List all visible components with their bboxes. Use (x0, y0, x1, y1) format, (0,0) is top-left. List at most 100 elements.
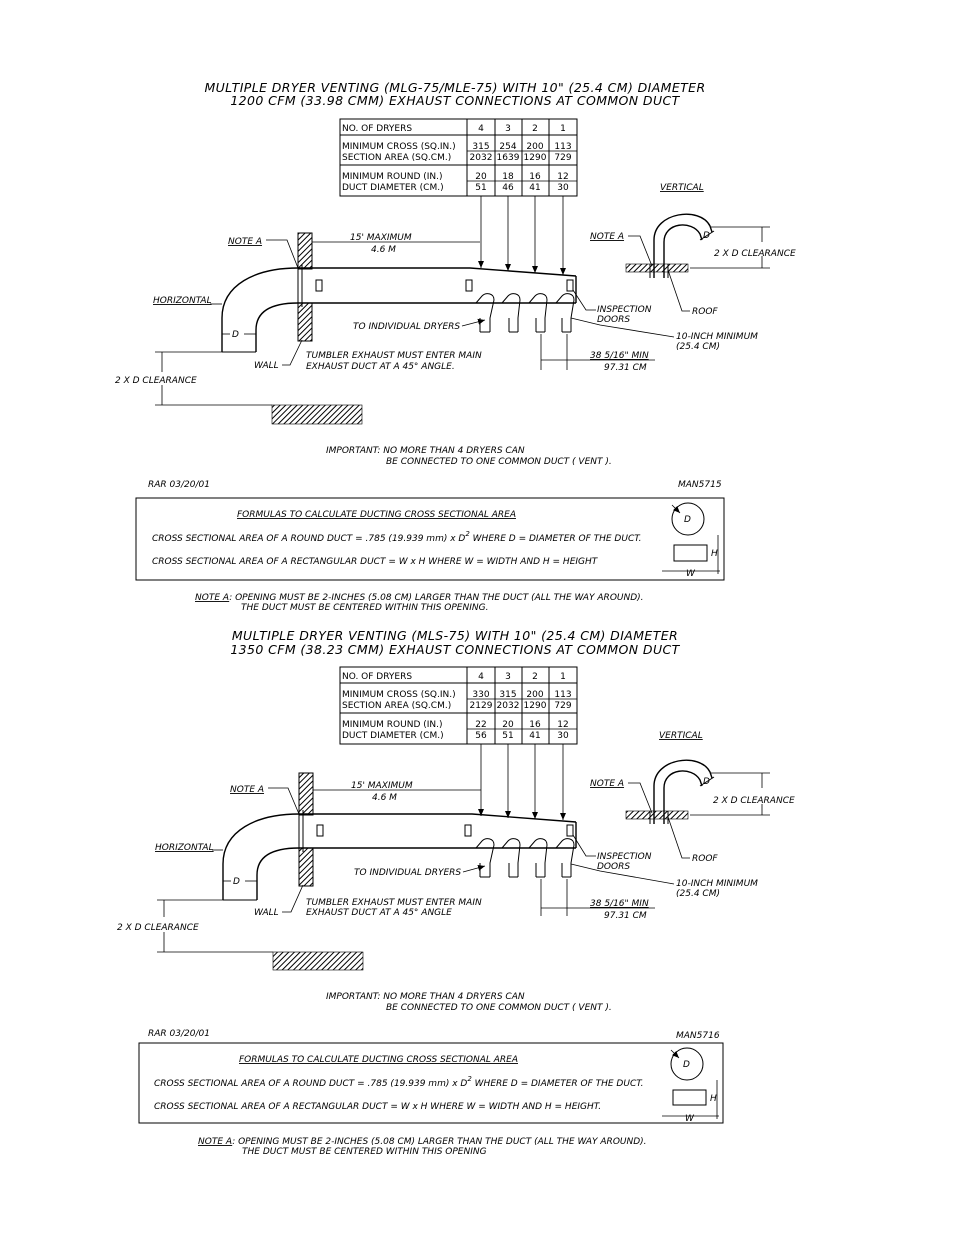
note-a-bottom-text2: THE DUCT MUST BE CENTERED WITHIN THIS OP… (242, 1147, 487, 1157)
vertical-label: VERTICAL (659, 731, 703, 741)
table-col-3: 3 (505, 124, 511, 134)
table-cell: 30 (557, 183, 569, 193)
table-cell: 254 (499, 142, 516, 152)
table-col-1: 1 (560, 124, 566, 134)
formula-box: FORMULAS TO CALCULATE DUCTING CROSS SECT… (138, 1042, 724, 1124)
tumbler-note-line1: TUMBLER EXHAUST MUST ENTER MAIN (306, 898, 482, 908)
min-inch-leader (570, 863, 675, 885)
note-a-bottom: NOTE A: OPENING MUST BE 2-INCHES (5.08 C… (195, 593, 644, 603)
table-cell: 41 (529, 183, 540, 193)
dryer-connections (475, 838, 575, 878)
max-length-label: 15' MAXIMUM (351, 781, 413, 791)
wall-hatch-upper (298, 772, 314, 816)
note-a-right-leader (628, 235, 653, 267)
max-length-label: 15' MAXIMUM (350, 233, 412, 243)
note-a-bottom-label: NOTE A (195, 593, 229, 603)
inspection-label-line1: INSPECTION (597, 852, 652, 862)
inspection-door-icon (465, 279, 473, 292)
inspection-label-line1: INSPECTION (597, 305, 652, 315)
table-cell: 20 (502, 720, 514, 730)
table-col-4: 4 (478, 672, 484, 682)
table-cell: 1290 (524, 153, 547, 163)
venting-panel-mls: MULTIPLE DRYER VENTING (MLS-75) WITH 10"… (117, 628, 795, 1157)
to-dryers-label: TO INDIVIDUAL DRYERS (353, 322, 460, 332)
panel-title-line1: MULTIPLE DRYER VENTING (MLS-75) WITH 10"… (232, 628, 678, 643)
formula-round-suffix: WHERE D = DIAMETER OF THE DUCT. (470, 534, 642, 544)
table-to-duct-arrows (478, 196, 566, 275)
table-cell: 729 (554, 701, 571, 711)
inspection-label-line2: DOORS (597, 315, 630, 325)
note-a-left-label: NOTE A (230, 785, 264, 795)
formula-round-suffix: WHERE D = DIAMETER OF THE DUCT. (472, 1079, 644, 1089)
inspection-leader (572, 834, 596, 857)
formula-box: FORMULAS TO CALCULATE DUCTING CROSS SECT… (135, 497, 725, 581)
min-inch-line2: (25.4 CM) (676, 889, 720, 899)
venting-panel-mlg-mle: MULTIPLE DRYER VENTING (MLG-75/MLE-75) W… (115, 80, 796, 613)
table-cell: 30 (557, 731, 569, 741)
table-row1-label-a: MINIMUM CROSS (SQ.IN.) (342, 690, 456, 700)
formula-title: FORMULAS TO CALCULATE DUCTING CROSS SECT… (239, 1055, 518, 1065)
note-a-bottom-label: NOTE A (198, 1137, 232, 1147)
inspection-label-line2: DOORS (597, 862, 630, 872)
round-duct-icon (670, 1047, 704, 1081)
formula-round-prefix: CROSS SECTIONAL AREA OF A ROUND DUCT = .… (154, 1079, 467, 1089)
to-dryers-label: TO INDIVIDUAL DRYERS (354, 868, 461, 878)
dryer-connections (475, 293, 575, 333)
min-inch-leader (570, 317, 675, 338)
table-cell: 56 (475, 731, 487, 741)
formula-round: CROSS SECTIONAL AREA OF A ROUND DUCT = .… (154, 1075, 644, 1089)
to-dryers-arrow (461, 318, 486, 327)
table-col-4: 4 (478, 124, 484, 134)
important-line1: IMPORTANT: NO MORE THAN 4 DRYERS CAN (326, 446, 525, 456)
table-cell: 2129 (470, 701, 493, 711)
table-cell: 2032 (470, 153, 493, 163)
table-cell: 113 (554, 142, 571, 152)
clearance-right-label: 2 X D CLEARANCE (714, 249, 796, 259)
floor-hatch (272, 951, 364, 971)
roof-label: ROOF (692, 307, 718, 317)
table-cell: 46 (502, 183, 514, 193)
formula-round-exp: 2 (465, 530, 470, 538)
formula-d-label: D (683, 1060, 690, 1070)
inspection-door-icon (316, 824, 324, 837)
spacing-metric: 97.31 CM (604, 911, 647, 921)
table-cell: 729 (554, 153, 571, 163)
d-label: D (233, 877, 240, 887)
d-label: D (232, 330, 239, 340)
table-cell: 12 (557, 172, 568, 182)
table-row2-label-b: DUCT DIAMETER (CM.) (342, 731, 444, 741)
table-cell: 1639 (497, 153, 520, 163)
table-cell: 315 (472, 142, 489, 152)
table-cell: 1290 (524, 701, 547, 711)
dryer-sizing-table: NO. OF DRYERS 4 3 2 1 MINIMUM CROSS (SQ.… (339, 118, 578, 197)
table-col-2: 2 (532, 672, 538, 682)
wall-label: WALL (254, 908, 279, 918)
drawing-number: MAN5715 (678, 480, 722, 490)
table-cell: 22 (475, 720, 486, 730)
note-a-left-leader (268, 787, 300, 815)
d-vertical-label: D (703, 777, 710, 787)
inspection-leader (572, 289, 596, 311)
table-col-2: 2 (532, 124, 538, 134)
table-cell: 330 (472, 690, 489, 700)
note-a-bottom-text2: THE DUCT MUST BE CENTERED WITHIN THIS OP… (241, 603, 488, 613)
inspection-door-icon (315, 279, 323, 292)
table-cell: 315 (499, 690, 516, 700)
round-duct-dim-arrow (671, 504, 681, 514)
clearance-left-label: 2 X D CLEARANCE (117, 923, 199, 933)
vertical-label: VERTICAL (660, 183, 704, 193)
formula-round-exp: 2 (467, 1075, 472, 1083)
tumbler-note-line2: EXHAUST DUCT AT A 45° ANGLE (306, 908, 452, 918)
clearance-right-label: 2 X D CLEARANCE (713, 796, 795, 806)
max-length-metric: 4.6 M (371, 245, 396, 255)
table-col-3: 3 (505, 672, 511, 682)
drawing-number: MAN5716 (676, 1031, 720, 1041)
to-dryers-arrow (462, 864, 486, 873)
max-length-metric: 4.6 M (372, 793, 397, 803)
vertical-duct (649, 213, 715, 278)
dryer-sizing-table: NO. OF DRYERS 4 3 2 1 MINIMUM CROSS (SQ.… (339, 666, 578, 745)
min-inch-line2: (25.4 CM) (676, 342, 720, 352)
note-a-right-label: NOTE A (590, 779, 624, 789)
table-header-label: NO. OF DRYERS (342, 124, 412, 134)
wall-hatch-lower (297, 302, 313, 342)
